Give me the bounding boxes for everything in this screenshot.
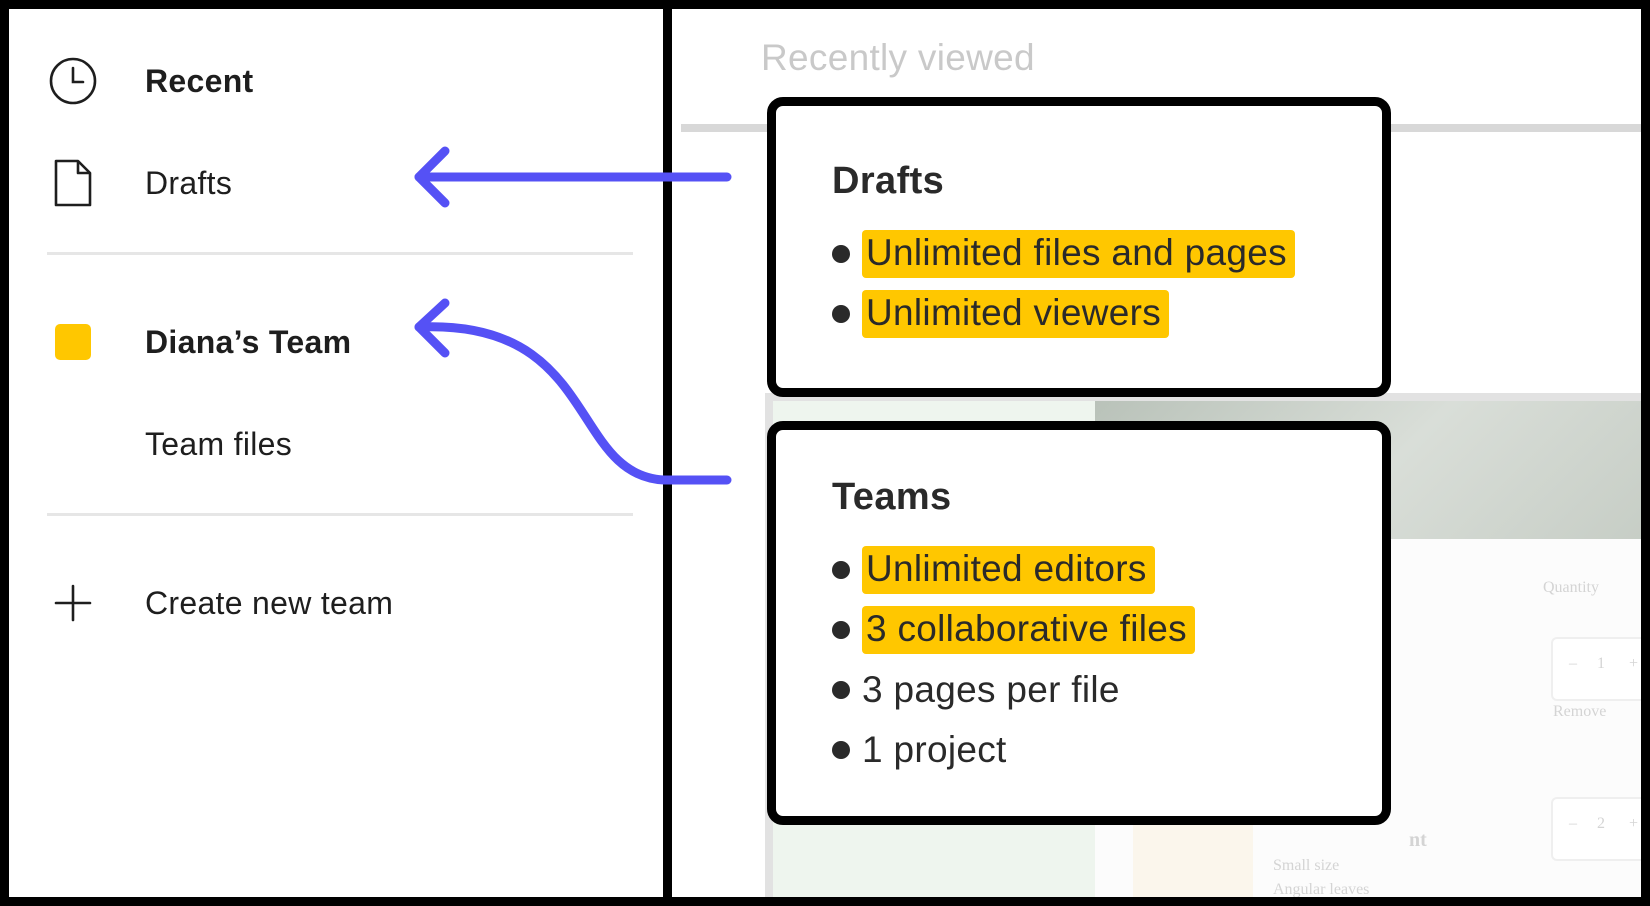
sidebar: Recent Drafts Diana’s Team Team files: [9, 9, 672, 897]
product-thumbnail: [1133, 825, 1253, 897]
list-item: Unlimited files and pages: [832, 224, 1295, 284]
quantity-stepper: [1551, 637, 1641, 701]
feature-highlight: Unlimited files and pages: [862, 230, 1295, 278]
item-title: nt: [1409, 829, 1427, 851]
bullet-icon: [832, 305, 850, 323]
document-icon: [47, 157, 99, 209]
bullet-icon: [832, 245, 850, 263]
sidebar-divider: [47, 252, 633, 255]
stepper-minus: –: [1569, 815, 1577, 832]
column-header: Quantity: [1543, 579, 1599, 596]
feature-text: 3 pages per file: [862, 669, 1120, 710]
sidebar-item-drafts[interactable]: Drafts: [9, 153, 649, 213]
sidebar-item-team-files[interactable]: Team files: [9, 414, 649, 474]
feature-list: Unlimited files and pages Unlimited view…: [832, 224, 1295, 344]
page-title: Recently viewed: [761, 37, 1035, 78]
list-item: 1 project: [832, 720, 1195, 780]
remove-link: Remove: [1553, 703, 1607, 720]
sidebar-item-label: Recent: [145, 62, 254, 99]
sidebar-item-dianas-team[interactable]: Diana’s Team: [9, 312, 649, 372]
bullet-icon: [832, 621, 850, 639]
list-item: 3 pages per file: [832, 660, 1195, 720]
plus-icon: [47, 577, 99, 629]
item-detail: Angular leaves: [1273, 881, 1370, 898]
bullet-icon: [832, 681, 850, 699]
list-item: Unlimited viewers: [832, 284, 1295, 344]
sidebar-item-label: Create new team: [145, 584, 394, 621]
team-color-square: [47, 316, 99, 368]
feature-list: Unlimited editors 3 collaborative files …: [832, 540, 1195, 780]
drafts-info-card: Drafts Unlimited files and pages Unlimit…: [767, 97, 1391, 397]
stepper-value: 1: [1597, 655, 1605, 672]
clock-icon: [47, 55, 99, 107]
card-title: Drafts: [832, 160, 945, 202]
stepper-minus: –: [1569, 655, 1577, 672]
feature-highlight: Unlimited viewers: [862, 290, 1170, 338]
sidebar-item-recent[interactable]: Recent: [9, 51, 649, 111]
list-item: 3 collaborative files: [832, 600, 1195, 660]
quantity-stepper: [1551, 797, 1641, 861]
feature-text: 1 project: [862, 729, 1007, 770]
teams-info-card: Teams Unlimited editors 3 collaborative …: [767, 421, 1391, 825]
sidebar-item-label: Team files: [145, 425, 293, 462]
feature-highlight: Unlimited editors: [862, 546, 1155, 594]
bullet-icon: [832, 741, 850, 759]
sidebar-item-label: Drafts: [145, 164, 233, 201]
stepper-plus: +: [1629, 815, 1639, 832]
feature-highlight: 3 collaborative files: [862, 606, 1195, 654]
card-title: Teams: [832, 476, 952, 518]
main-content: Recently viewed Quantity – 1 + Remove nt…: [681, 9, 1641, 897]
sidebar-item-label: Diana’s Team: [145, 323, 352, 360]
stepper-value: 2: [1597, 815, 1605, 832]
list-item: Unlimited editors: [832, 540, 1195, 600]
bullet-icon: [832, 561, 850, 579]
create-new-team-button[interactable]: Create new team: [9, 573, 649, 633]
sidebar-divider: [47, 513, 633, 516]
item-detail: Small size: [1273, 857, 1340, 874]
stepper-plus: +: [1629, 655, 1639, 672]
